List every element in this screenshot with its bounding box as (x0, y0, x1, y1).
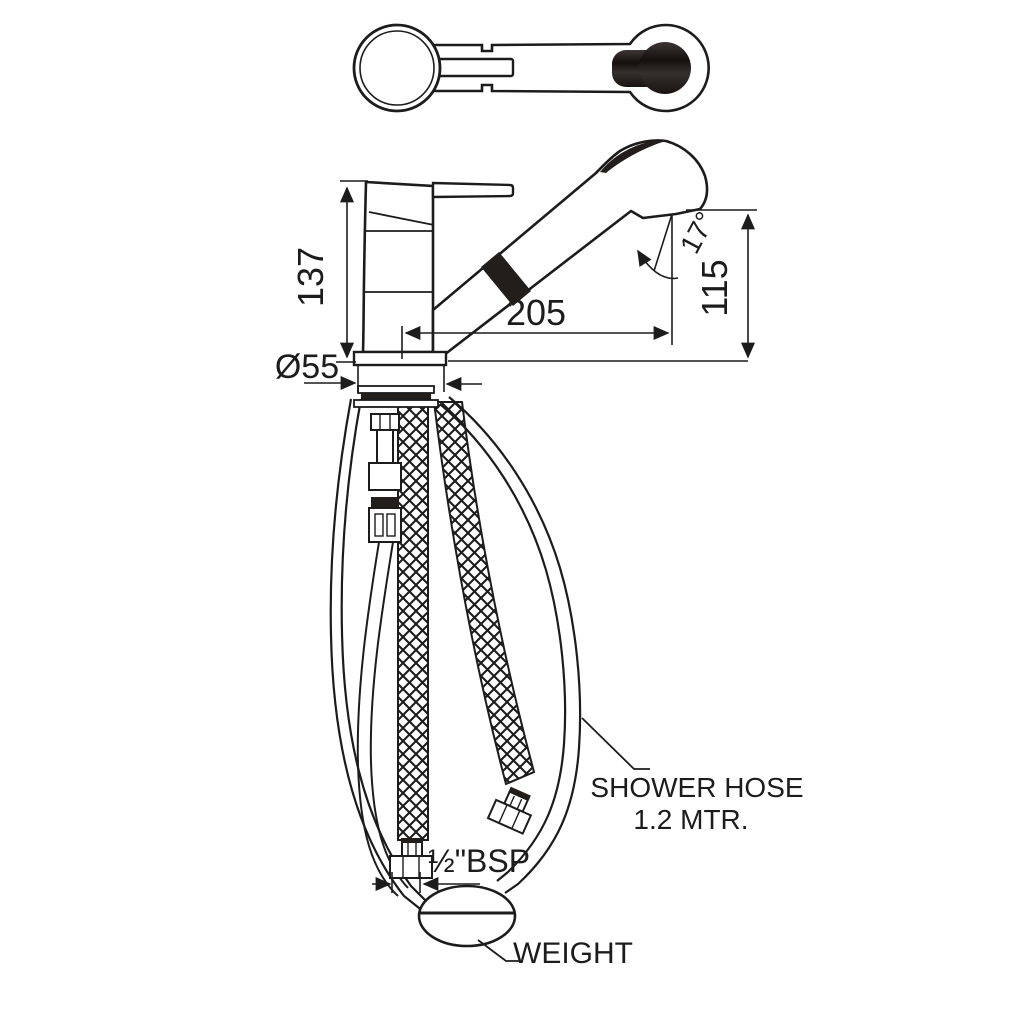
hose-loop-right-inner (439, 403, 567, 882)
deck-washer-top (357, 385, 435, 394)
shower-hose-leader (581, 717, 650, 770)
side-view-faucet (352, 139, 748, 367)
weight-body (417, 884, 517, 948)
braided-hose-angled (432, 401, 536, 786)
dim-o55-label: Ø55 (275, 348, 339, 386)
dim-angle-ref-line (653, 213, 673, 272)
spout-grip-band (481, 252, 531, 306)
top-view-base-inner-circle (359, 30, 435, 106)
dim-angle-arc (637, 249, 679, 280)
faucet-body (361, 180, 435, 354)
top-view (352, 23, 710, 113)
faucet-handle-lever (431, 181, 515, 199)
dim-o55: Ø55 (275, 348, 482, 392)
dim-205-label: 205 (506, 292, 566, 333)
dim-205: 205 (401, 214, 673, 359)
spray-head-dark-crescent (600, 139, 669, 173)
hose-loop-right-outer (448, 396, 582, 894)
top-view-spray-outlet (612, 42, 691, 94)
faucet-body-joint-lines (363, 211, 435, 293)
mounting-hardware (353, 385, 439, 543)
dim-bsp-label: ½"BSP (428, 843, 530, 879)
callout-weight: WEIGHT (477, 937, 633, 970)
dim-137-label: 137 (290, 247, 331, 307)
dim-115-label: 115 (694, 259, 735, 316)
deck-washer-bottom (353, 399, 439, 408)
dim-137: 137 (290, 180, 368, 363)
callout-shower-hose: SHOWER HOSE 1.2 MTR. (581, 717, 804, 835)
base-flange (352, 350, 448, 367)
top-view-body-outline (433, 23, 710, 113)
quick-connector (368, 497, 402, 543)
dim-115: 115 (686, 209, 757, 359)
hose-weight (417, 884, 517, 948)
braided-hose-vertical (397, 399, 429, 841)
shower-hose-label-line2: 1.2 MTR. (633, 804, 748, 835)
spray-spout (431, 139, 709, 357)
callouts: SHOWER HOSE 1.2 MTR. WEIGHT (477, 717, 804, 970)
shower-hose-label-line1: SHOWER HOSE (590, 772, 803, 803)
mounting-stud (368, 413, 402, 491)
dim-angle-label: 17° (674, 207, 721, 259)
weight-label: WEIGHT (513, 937, 633, 970)
dim-bsp: ½"BSP (372, 843, 530, 893)
under-counter-assembly (329, 385, 582, 948)
top-view-base-outer-circle (352, 23, 442, 113)
weight-leader (477, 939, 520, 962)
bsp-fitting-angled (486, 786, 533, 835)
hose-loop-left-outer (329, 398, 425, 913)
deck-gasket-dark (361, 393, 431, 400)
bsp-fitting-vertical (389, 838, 433, 879)
thin-supply-hose (356, 541, 409, 897)
